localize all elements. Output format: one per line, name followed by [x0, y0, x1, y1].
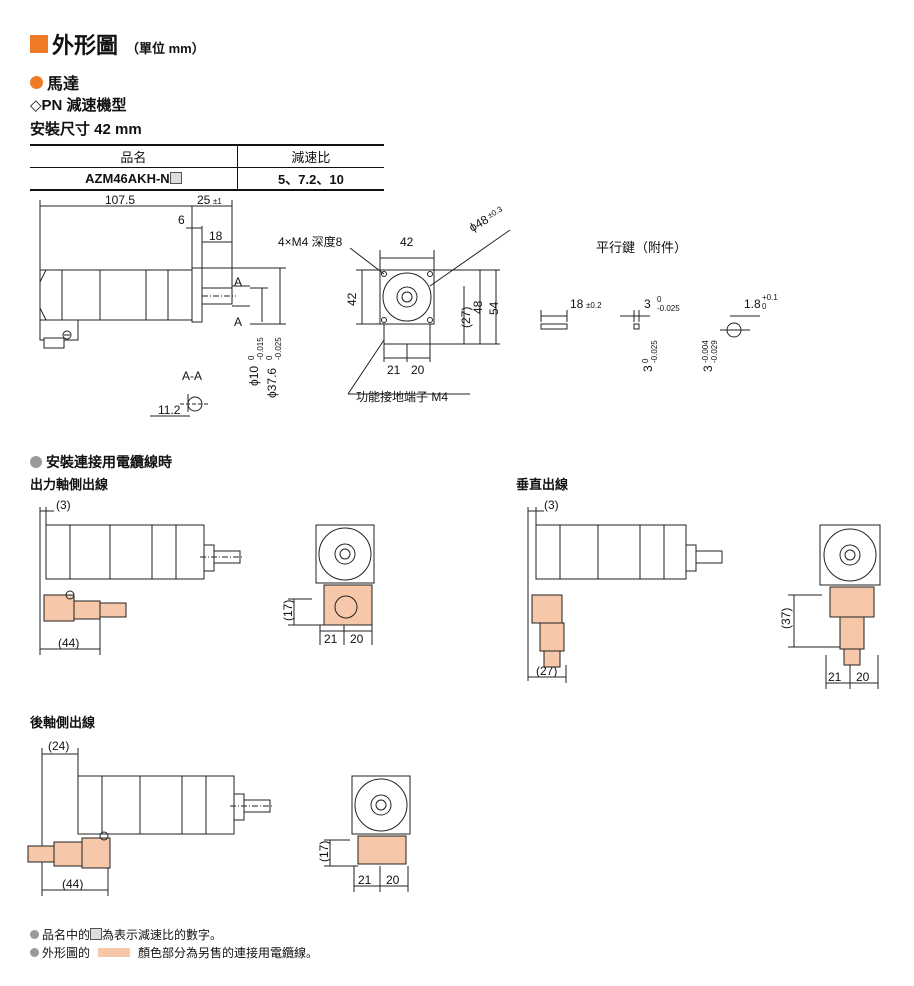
dim-6: 6 — [178, 213, 185, 227]
key-dim-1-8-lo: 0 — [762, 302, 767, 311]
out-dim-44: (44) — [58, 636, 79, 650]
rear-dim-21: 21 — [358, 873, 372, 887]
dim-phi10: ϕ10 — [247, 366, 261, 386]
cell-name: AZM46AKH-N — [30, 167, 238, 191]
key-dim-slot-up: -0.004 — [701, 340, 710, 363]
key-dim-3v-up: 0 — [641, 358, 650, 363]
dim-phi37-tol-up: 0 — [265, 355, 274, 360]
note-2-post: 顏色部分為另售的連接用電纜線。 — [138, 946, 319, 960]
thread-label: 4×M4 深度8 — [278, 234, 343, 249]
spec-table: 品名 減速比 AZM46AKH-N 5、7.2、10 — [30, 144, 384, 191]
key-dim-3-up: 0 — [657, 295, 662, 304]
dim-phi37: ϕ37.6 — [265, 368, 279, 398]
product-name: AZM46AKH-N — [85, 171, 170, 186]
gear-type-heading: ◇PN 減速機型 — [30, 97, 127, 114]
rear-side-title: 後軸側出線 — [30, 715, 96, 730]
key-dim-3v: 3 — [641, 365, 655, 372]
orange-square-icon — [30, 35, 48, 53]
note-2-pre: 外形圖的 — [42, 946, 91, 960]
spec-header-row: 品名 減速比 — [30, 144, 384, 168]
cable-section-title-text: 安裝連接用電纜線時 — [46, 454, 172, 470]
dim-25: 25 — [197, 193, 211, 207]
vert-dim-3: (3) — [544, 498, 559, 512]
output-side-title: 出力軸側出線 — [30, 477, 109, 492]
dim-20: 20 — [411, 363, 425, 377]
gray-dot-icon — [30, 456, 42, 468]
cell-ratio: 5、7.2、10 — [236, 167, 384, 191]
gray-dot-icon — [30, 930, 39, 939]
dim-42-top: 42 — [400, 235, 414, 249]
page-title: 外形圖 （單位 mm） — [30, 28, 205, 60]
rear-dim-44: (44) — [62, 877, 83, 891]
motor-heading: 馬達 — [30, 70, 79, 94]
orange-dot-icon — [30, 75, 43, 89]
dim-21: 21 — [387, 363, 401, 377]
out-dim-17: (17) — [281, 600, 295, 621]
dim-11-2: 11.2 — [158, 403, 181, 417]
vert-dim-27: (27) — [536, 664, 557, 678]
ground-terminal-label: 功能接地端子 M4 — [356, 389, 448, 404]
vert-dim-21: 21 — [828, 670, 842, 684]
dim-54: 54 — [487, 301, 501, 315]
dim-phi37-tol-lo: -0.025 — [274, 337, 283, 360]
dim-48: 48 — [471, 300, 485, 314]
note-1-post: 為表示減速比的數字。 — [102, 928, 223, 942]
motor-heading-text: 馬達 — [47, 76, 80, 93]
col-ratio: 減速比 — [236, 144, 384, 168]
note-2: 外形圖的 顏色部分為另售的連接用電纜線。 — [30, 944, 318, 961]
key-dim-18-tol: ±0.2 — [586, 301, 602, 310]
dim-27: (27) — [459, 307, 473, 328]
key-title: 平行鍵（附件） — [596, 240, 687, 255]
out-dim-3: (3) — [56, 498, 71, 512]
out-dim-20: 20 — [350, 632, 364, 646]
dim-phi10-tol-up: 0 — [247, 355, 256, 360]
key-dim-3-lo: -0.025 — [657, 304, 680, 313]
key-dim-3: 3 — [644, 297, 651, 311]
placeholder-box-icon — [90, 928, 103, 940]
rear-dim-17: (17) — [317, 841, 331, 862]
cable-drawings: (3) (44) (17) 21 20 (3) (27) (37) 21 20 — [39, 498, 881, 689]
key-dim-1-8: 1.8 — [744, 297, 761, 311]
vert-dim-20: 20 — [856, 670, 870, 684]
key-dim-1-8-up: +0.1 — [762, 293, 778, 302]
vert-dim-37: (37) — [779, 608, 793, 629]
dim-phi48-tol: ±0.3 — [486, 204, 504, 220]
rear-dim-20: 20 — [386, 873, 400, 887]
key-dim-3v-lo: -0.025 — [650, 340, 659, 363]
dim-phi10-tol-lo: -0.015 — [256, 337, 265, 360]
key-dim-18: 18 — [570, 297, 584, 311]
section-a-top: A — [234, 275, 242, 289]
rear-dim-24: (24) — [48, 739, 69, 753]
section-a-bot: A — [234, 315, 242, 329]
flange-front — [379, 269, 435, 325]
dim-25-tol: ±1 — [213, 197, 222, 206]
spec-row: AZM46AKH-N 5、7.2、10 — [30, 167, 384, 191]
unit-text: （單位 mm） — [126, 41, 205, 56]
key-dim-slot: 3 — [701, 365, 715, 372]
vertical-title: 垂直出線 — [516, 477, 569, 492]
dim-length: 107.5 — [105, 193, 135, 207]
cable-color-swatch — [98, 948, 131, 957]
col-name: 品名 — [30, 144, 238, 168]
dim-42-left: 42 — [345, 292, 359, 306]
title-text: 外形圖 — [52, 33, 119, 58]
dim-18: 18 — [209, 229, 223, 243]
motor-body — [39, 269, 193, 321]
key-dim-slot-lo: -0.029 — [710, 340, 719, 363]
rear-drawing: (24) (44) (17) 21 20 — [27, 739, 411, 896]
size-heading: 安裝尺寸 42 mm — [30, 121, 142, 138]
main-drawing: 107.5 25 ±1 6 18 A A A-A 11.2 ϕ10 0 -0.0… — [39, 193, 778, 417]
gray-dot-icon — [30, 948, 39, 957]
out-dim-21: 21 — [324, 632, 338, 646]
note-1: 品名中的為表示減速比的數字。 — [30, 926, 222, 943]
note-1-pre: 品名中的 — [42, 928, 91, 942]
cable-section-title: 安裝連接用電纜線時 — [30, 452, 172, 472]
section-aa: A-A — [182, 369, 202, 383]
placeholder-box-icon — [169, 172, 182, 184]
